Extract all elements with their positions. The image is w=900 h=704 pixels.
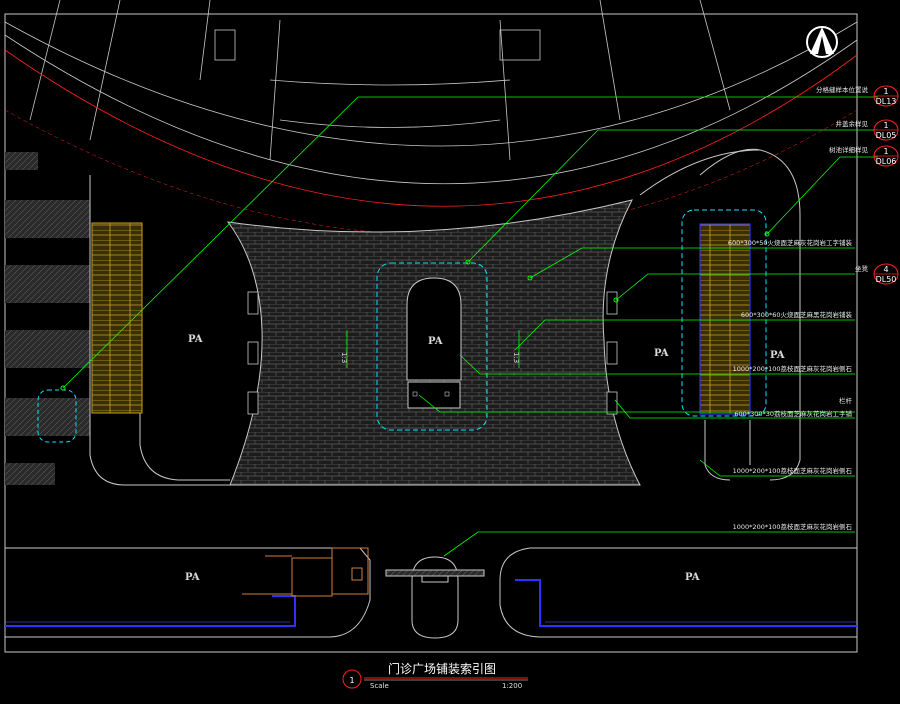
callout-text: 600*300*30荔枝面芝麻灰花岗岩工字铺 bbox=[734, 409, 852, 418]
pa-label-bottom-right: PA bbox=[685, 572, 700, 583]
callout-group: 分格缝样本位置说 井盖余样见 树池详细样见 600*300*50火烧面芝麻灰花岗… bbox=[728, 85, 869, 531]
plaza-seats bbox=[247, 291, 618, 415]
callout-text: 1000*200*100荔枝面芝麻灰花岗岩侧石 bbox=[733, 364, 853, 373]
north-arrow-icon bbox=[806, 26, 838, 58]
ref-number: 1 bbox=[883, 121, 888, 130]
callout-text: 分格缝样本位置说 bbox=[816, 85, 869, 94]
ref-number: 1 bbox=[883, 87, 888, 96]
ref-number: 4 bbox=[883, 265, 888, 274]
title-block: 1 门诊广场铺装索引图 Scale 1:200 bbox=[342, 661, 528, 690]
plaza-outline bbox=[89, 148, 801, 486]
pa-label-center: PA bbox=[428, 336, 443, 347]
callout-text: 1000*200*100荔枝面芝麻灰花岗岩侧石 bbox=[733, 522, 853, 531]
center-arch bbox=[406, 277, 462, 381]
left-planter-dashed bbox=[37, 389, 77, 443]
dim-mark-left: 1:3 bbox=[340, 352, 348, 363]
callout-text: 栏杆 bbox=[839, 396, 853, 405]
building-outline bbox=[4, 0, 858, 185]
detail-ref-dl13: 1 DL13 bbox=[873, 85, 899, 107]
scale-value: 1:200 bbox=[502, 682, 522, 690]
bottom-equipment bbox=[242, 547, 369, 597]
drawing-title: 门诊广场铺装索引图 bbox=[388, 661, 496, 676]
ref-sheet: DL06 bbox=[876, 157, 897, 166]
title-ref-number: 1 bbox=[349, 676, 354, 685]
leader-lines bbox=[62, 96, 878, 557]
left-steps bbox=[5, 152, 90, 485]
dim-mark-right: 1:3 bbox=[512, 352, 520, 363]
callout-text: 坐凳 bbox=[855, 264, 869, 273]
callout-text: 600*300*60火烧面芝麻黑花岗岩铺装 bbox=[741, 310, 853, 319]
detail-ref-dl06: 1 DL06 bbox=[873, 145, 899, 167]
ref-sheet: DL05 bbox=[876, 131, 897, 140]
pa-label-right-1: PA bbox=[654, 348, 669, 359]
detail-ref-dl05: 1 DL05 bbox=[873, 119, 899, 141]
callout-text: 600*300*50火烧面芝麻灰花岗岩工字铺装 bbox=[728, 238, 853, 247]
bottom-road bbox=[5, 547, 857, 638]
callout-text: 树池详细样见 bbox=[829, 145, 869, 154]
tree-pit-left bbox=[91, 222, 143, 414]
detail-ref-dl50: 4 DL50 bbox=[873, 263, 899, 285]
ref-sheet: DL13 bbox=[876, 97, 897, 106]
pa-label-left: PA bbox=[188, 334, 203, 345]
leader-dots bbox=[60, 231, 770, 391]
bottom-blue-curb bbox=[5, 579, 857, 627]
center-gate bbox=[385, 556, 485, 639]
pa-label-bottom-left: PA bbox=[185, 572, 200, 583]
right-pit-dashed bbox=[681, 209, 767, 417]
center-dashed-box bbox=[376, 262, 488, 431]
scale-label: Scale bbox=[370, 682, 389, 690]
ref-sheet: DL50 bbox=[876, 275, 897, 284]
ref-number: 1 bbox=[883, 147, 888, 156]
tree-pit-right bbox=[699, 223, 751, 415]
pa-label-right-2: PA bbox=[770, 350, 785, 361]
building-dashed bbox=[4, 109, 858, 236]
center-base bbox=[407, 381, 461, 409]
building-redline bbox=[4, 49, 858, 207]
callout-text: 井盖余样见 bbox=[836, 119, 869, 128]
callout-text: 1000*200*100荔枝面芝麻灰花岗岩侧石 bbox=[733, 466, 853, 475]
